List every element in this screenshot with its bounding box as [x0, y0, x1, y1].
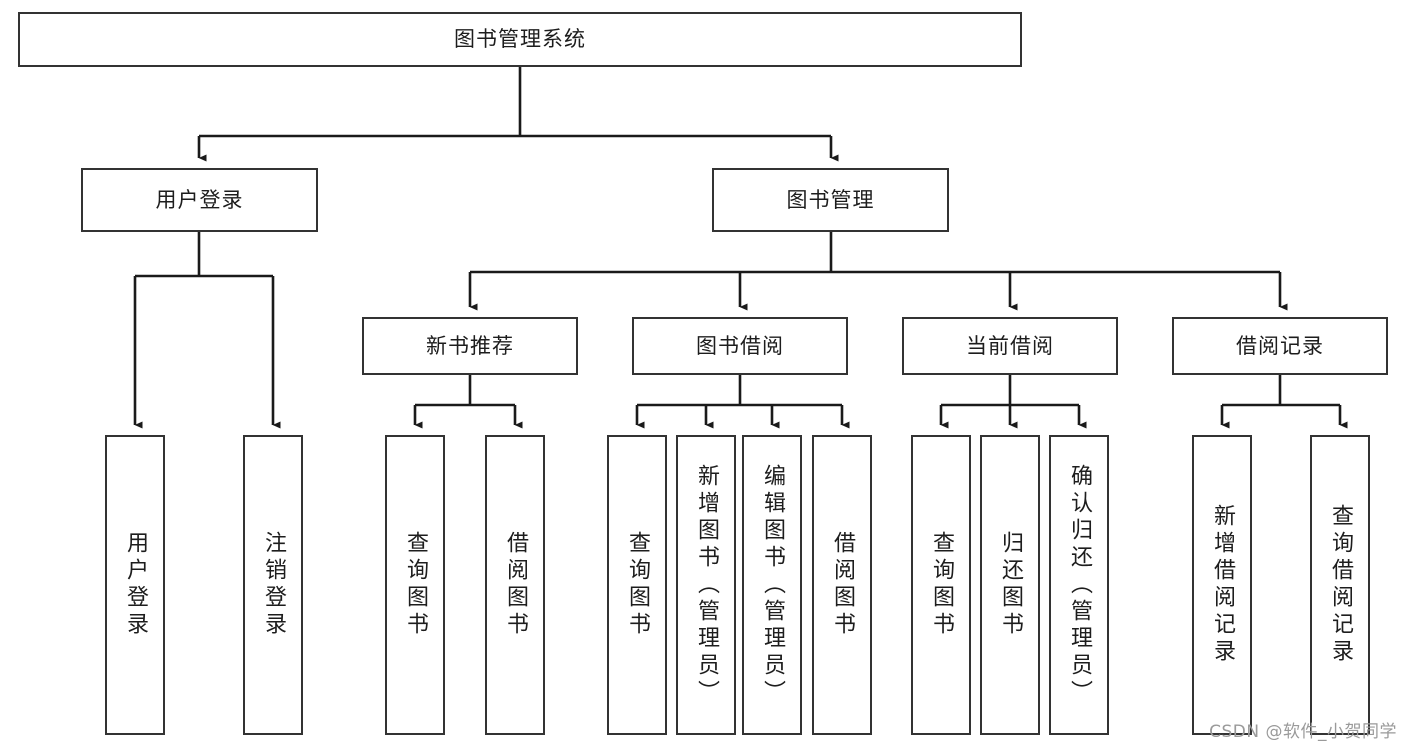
node-label: 查询图书 [403, 531, 428, 639]
node-book-management[interactable]: 图书管理 [712, 168, 949, 232]
node-label: 借阅图书 [503, 531, 528, 639]
node-new-book-recommend[interactable]: 新书推荐 [362, 317, 578, 375]
node-current-borrow[interactable]: 当前借阅 [902, 317, 1118, 375]
node-leaf-query-book-recommend[interactable]: 查询图书 [385, 435, 445, 735]
node-label: 查询图书 [625, 531, 650, 639]
node-label: 图书管理系统 [454, 27, 586, 52]
node-label: 用户登录 [155, 187, 244, 212]
node-label: 注销登录 [261, 531, 286, 639]
node-leaf-add-book-admin[interactable]: 新增图书（管理员） [676, 435, 736, 735]
node-label: 新增图书（管理员） [694, 463, 719, 707]
node-leaf-edit-book-admin[interactable]: 编辑图书（管理员） [742, 435, 802, 735]
node-leaf-query-book-borrow[interactable]: 查询图书 [607, 435, 667, 735]
node-leaf-add-borrow-record[interactable]: 新增借阅记录 [1192, 435, 1252, 735]
node-leaf-logout-login[interactable]: 注销登录 [243, 435, 303, 735]
node-label: 查询借阅记录 [1328, 504, 1353, 666]
node-label: 查询图书 [929, 531, 954, 639]
node-label: 编辑图书（管理员） [760, 463, 785, 707]
node-leaf-return-book[interactable]: 归还图书 [980, 435, 1040, 735]
node-label: 归还图书 [998, 531, 1023, 639]
node-leaf-borrow-book-recommend[interactable]: 借阅图书 [485, 435, 545, 735]
node-borrow-record[interactable]: 借阅记录 [1172, 317, 1388, 375]
node-label: 图书管理 [786, 187, 875, 212]
node-book-borrow[interactable]: 图书借阅 [632, 317, 848, 375]
node-label: 确认归还（管理员） [1067, 463, 1092, 707]
node-leaf-query-book-current[interactable]: 查询图书 [911, 435, 971, 735]
node-label: 借阅图书 [830, 531, 855, 639]
node-label: 用户登录 [123, 531, 148, 639]
node-label: 当前借阅 [966, 333, 1054, 358]
node-leaf-query-borrow-record[interactable]: 查询借阅记录 [1310, 435, 1370, 735]
node-user-login[interactable]: 用户登录 [81, 168, 318, 232]
node-root-book-management-system[interactable]: 图书管理系统 [18, 12, 1022, 67]
node-leaf-borrow-book[interactable]: 借阅图书 [812, 435, 872, 735]
node-label: 新书推荐 [426, 333, 514, 358]
node-label: 图书借阅 [696, 333, 784, 358]
node-label: 借阅记录 [1236, 333, 1324, 358]
node-label: 新增借阅记录 [1210, 504, 1235, 666]
node-leaf-confirm-return-admin[interactable]: 确认归还（管理员） [1049, 435, 1109, 735]
node-leaf-user-login[interactable]: 用户登录 [105, 435, 165, 735]
